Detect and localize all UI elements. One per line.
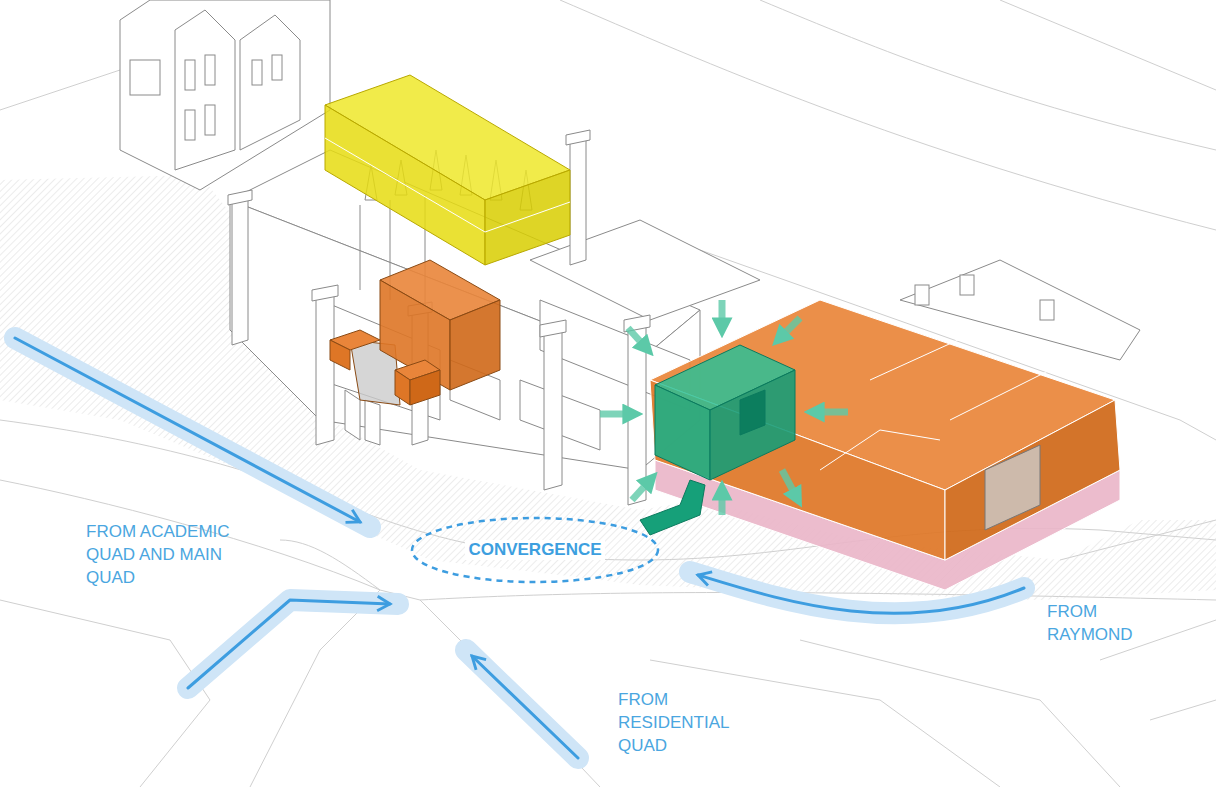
zone-label: CONVERGENCE — [465, 540, 604, 560]
origin-label: FROM RESIDENTIAL QUAD — [618, 688, 758, 757]
flow-bands — [15, 338, 1024, 758]
convergence-zone: CONVERGENCE — [410, 516, 660, 584]
circulation-arrows — [600, 300, 848, 515]
rear-building — [120, 0, 330, 190]
origin-label: FROM RAYMOND — [1047, 600, 1167, 646]
orange-volume-small — [330, 260, 500, 405]
green-volume — [640, 345, 795, 535]
flow-arrows — [15, 338, 1024, 758]
origin-label: FROM ACADEMIC QUAD AND MAIN QUAD — [86, 520, 261, 589]
orange-volume-large — [650, 300, 1120, 590]
hatched-ground — [0, 175, 1216, 600]
yellow-volume — [325, 75, 570, 265]
